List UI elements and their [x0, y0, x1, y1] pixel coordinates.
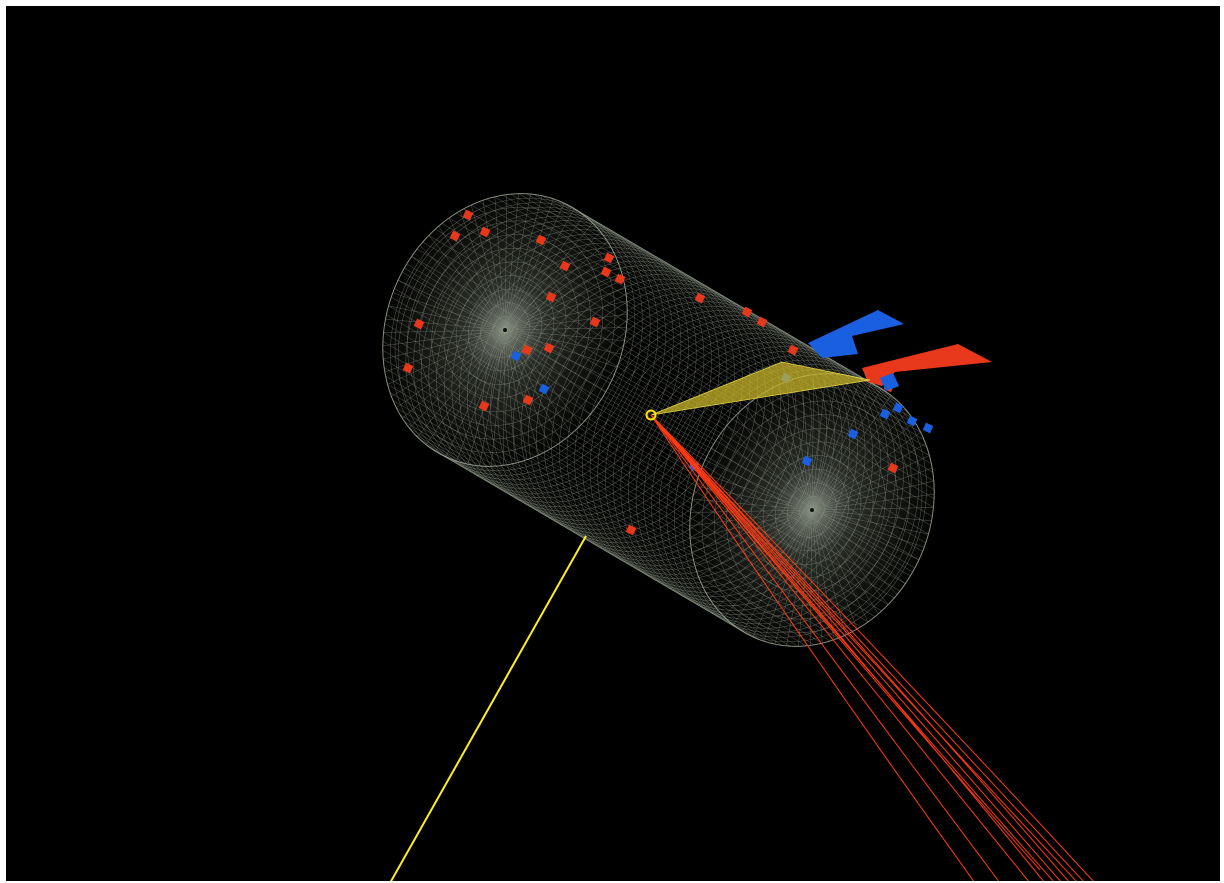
blue-deposit — [922, 422, 934, 434]
red-deposit — [479, 226, 491, 238]
red-deposit — [462, 209, 474, 221]
blue-deposit — [906, 415, 918, 427]
red-deposit — [787, 344, 799, 356]
charged-track — [650, 414, 975, 881]
charged-track — [650, 414, 1000, 881]
red-deposit — [478, 400, 490, 412]
blue-deposit — [801, 455, 813, 467]
charged-track — [650, 414, 1077, 881]
red-deposit — [545, 291, 557, 303]
blue-deposit — [847, 428, 859, 440]
red-deposit — [589, 316, 601, 328]
blue-deposit — [879, 408, 891, 420]
cylinder-outline — [382, 193, 935, 647]
red-energy-tower — [862, 344, 992, 386]
back-endcap-mesh — [382, 193, 628, 467]
charged-track — [650, 414, 1084, 881]
red-deposit — [521, 344, 533, 356]
red-deposit — [559, 260, 571, 272]
blue-deposit — [892, 402, 904, 414]
red-deposit — [694, 292, 706, 304]
red-deposit — [887, 462, 899, 474]
interaction-vertex — [645, 409, 657, 421]
blue-energy-tower — [808, 310, 904, 358]
red-deposit — [741, 306, 753, 318]
blue-deposit — [510, 350, 522, 362]
red-deposit — [449, 230, 461, 242]
jet-cone — [650, 361, 871, 416]
front-endcap-mesh — [689, 373, 935, 647]
red-deposit — [603, 252, 615, 264]
red-deposit — [614, 273, 626, 285]
charged-tracks — [650, 414, 1094, 881]
jet-cone-surface — [650, 361, 871, 416]
detector-scene — [382, 193, 1094, 881]
charged-track — [650, 414, 1094, 881]
muon-line — [389, 535, 587, 881]
red-deposit — [600, 266, 612, 278]
blue-energy-tower-small — [880, 373, 899, 391]
red-deposit — [522, 394, 534, 406]
red-deposit — [756, 316, 768, 328]
calorimeter-deposits — [402, 209, 934, 536]
red-deposit — [625, 524, 637, 536]
red-deposit — [402, 362, 414, 374]
red-deposit — [413, 318, 425, 330]
energy-towers — [808, 310, 992, 391]
event-display-viewport[interactable] — [6, 6, 1220, 881]
muon-track — [389, 535, 587, 881]
back-endcap-center — [503, 328, 507, 332]
front-endcap-center — [810, 508, 814, 512]
blue-deposit — [538, 383, 550, 395]
red-deposit — [543, 342, 555, 354]
charged-track — [650, 414, 1061, 881]
charged-track — [650, 414, 1030, 881]
barrel-mesh — [382, 193, 935, 647]
red-deposit — [535, 234, 547, 246]
charged-track — [650, 414, 1041, 871]
vertex-marker — [645, 409, 657, 421]
detector-cylinder-wireframe — [382, 193, 935, 647]
charged-track — [650, 414, 1045, 881]
